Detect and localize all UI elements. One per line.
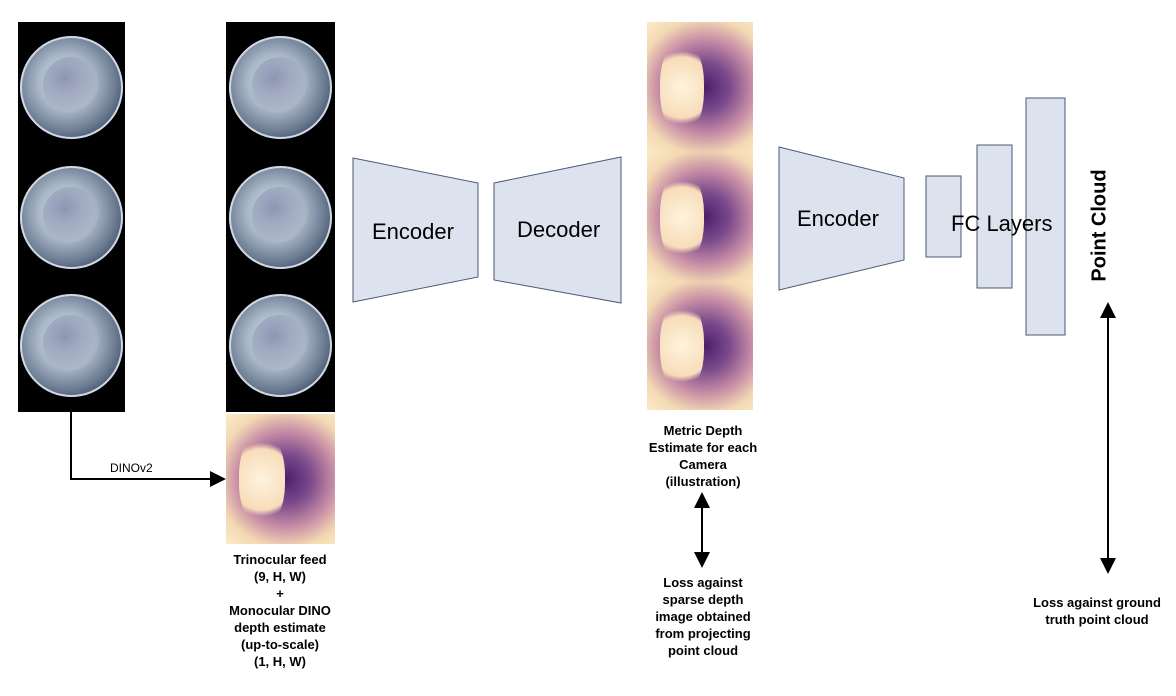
- point-cloud-label: Point Cloud: [1088, 169, 1111, 282]
- encoder-1-block: [352, 157, 479, 303]
- fc-layer-1: [925, 175, 962, 258]
- camera-image-1: [20, 36, 123, 139]
- camera-image-3: [20, 294, 123, 397]
- input-caption: Trinocular feed (9, H, W) + Monocular DI…: [229, 552, 331, 669]
- dinov2-arrow: [70, 412, 226, 487]
- fc-layer-3: [1025, 97, 1066, 336]
- encoder-2-label: Encoder: [797, 206, 879, 231]
- depth-image-1: [647, 22, 753, 152]
- fc-layers-label: FC Layers: [951, 211, 1053, 236]
- dino-depth-image: [226, 414, 335, 544]
- metric-depth-caption: Metric Depth Estimate for each Camera (i…: [648, 423, 758, 489]
- depth-image-3: [647, 282, 753, 410]
- decoder-label: Decoder: [517, 217, 601, 242]
- camera-image-1: [229, 36, 332, 139]
- camera-image-3: [229, 294, 332, 397]
- pointcloud-loss-caption: Loss against ground truth point cloud: [1033, 595, 1161, 627]
- metric-depth-strip: [647, 22, 753, 410]
- trinocular-input-strip: [18, 22, 125, 412]
- depth-loss-caption: Loss against sparse depth image obtained…: [655, 575, 751, 658]
- dinov2-label: DINOv2: [110, 461, 153, 475]
- depth-image-2: [647, 152, 753, 282]
- fc-layer-2: [976, 144, 1013, 289]
- encoder-2-block: [778, 146, 905, 291]
- stacked-input-strip: [226, 22, 335, 412]
- encoder-1-label: Encoder: [372, 219, 454, 244]
- camera-image-2: [229, 166, 332, 269]
- decoder-block: [493, 156, 622, 304]
- camera-image-2: [20, 166, 123, 269]
